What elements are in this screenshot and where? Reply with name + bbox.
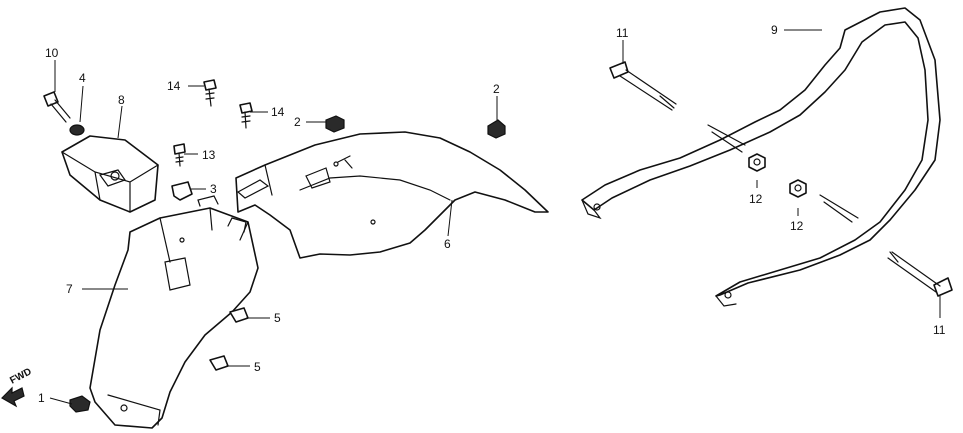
small-bolt-part: [203, 79, 217, 107]
grab-rail-part: [581, 7, 941, 307]
screw-part: [173, 143, 186, 167]
nut-part: [748, 153, 766, 172]
fwd-arrow-icon: [1, 386, 25, 408]
callout-11-top: 11: [616, 26, 629, 40]
callout-2-right: 2: [493, 82, 500, 96]
callout-6: 6: [444, 237, 451, 251]
grommet-part: [325, 115, 345, 133]
callout-4: 4: [79, 71, 86, 85]
callout-10: 10: [45, 46, 59, 60]
nut-part: [789, 179, 807, 198]
callout-3: 3: [210, 182, 217, 196]
callout-2-left: 2: [294, 115, 301, 129]
callout-9: 9: [771, 23, 778, 37]
callout-12-right: 12: [790, 219, 804, 233]
bolt-part: [609, 61, 677, 111]
grommet-part: [487, 119, 506, 139]
callout-8: 8: [118, 93, 125, 107]
rear-fender-part: [235, 131, 549, 259]
tray-part: [61, 135, 159, 213]
callout-7: 7: [66, 282, 73, 296]
callout-labels: 11 11 9 12 12 2 2 14 14 13 3 10 4 8 6 7 …: [38, 23, 946, 405]
front-fender-part: [89, 195, 259, 429]
clip-part: [209, 355, 229, 371]
callout-13: 13: [202, 148, 216, 162]
callout-5-lower: 5: [254, 360, 261, 374]
callout-1: 1: [38, 391, 45, 405]
cushion-part: [69, 395, 91, 413]
clip-part: [171, 181, 193, 201]
bolt-part: [887, 251, 953, 297]
callout-14-mid: 14: [271, 105, 285, 119]
washer-part: [69, 124, 85, 136]
fwd-direction-indicator: FWD: [1, 366, 34, 408]
fwd-label: FWD: [8, 366, 33, 386]
leader-lines: [49, 29, 941, 405]
small-bolt-part: [239, 102, 253, 129]
callout-14-top: 14: [167, 79, 181, 93]
callout-11-bottom: 11: [933, 323, 946, 337]
bolt-part: [43, 91, 71, 123]
callout-5-upper: 5: [274, 311, 281, 325]
callout-12-left: 12: [749, 192, 763, 206]
